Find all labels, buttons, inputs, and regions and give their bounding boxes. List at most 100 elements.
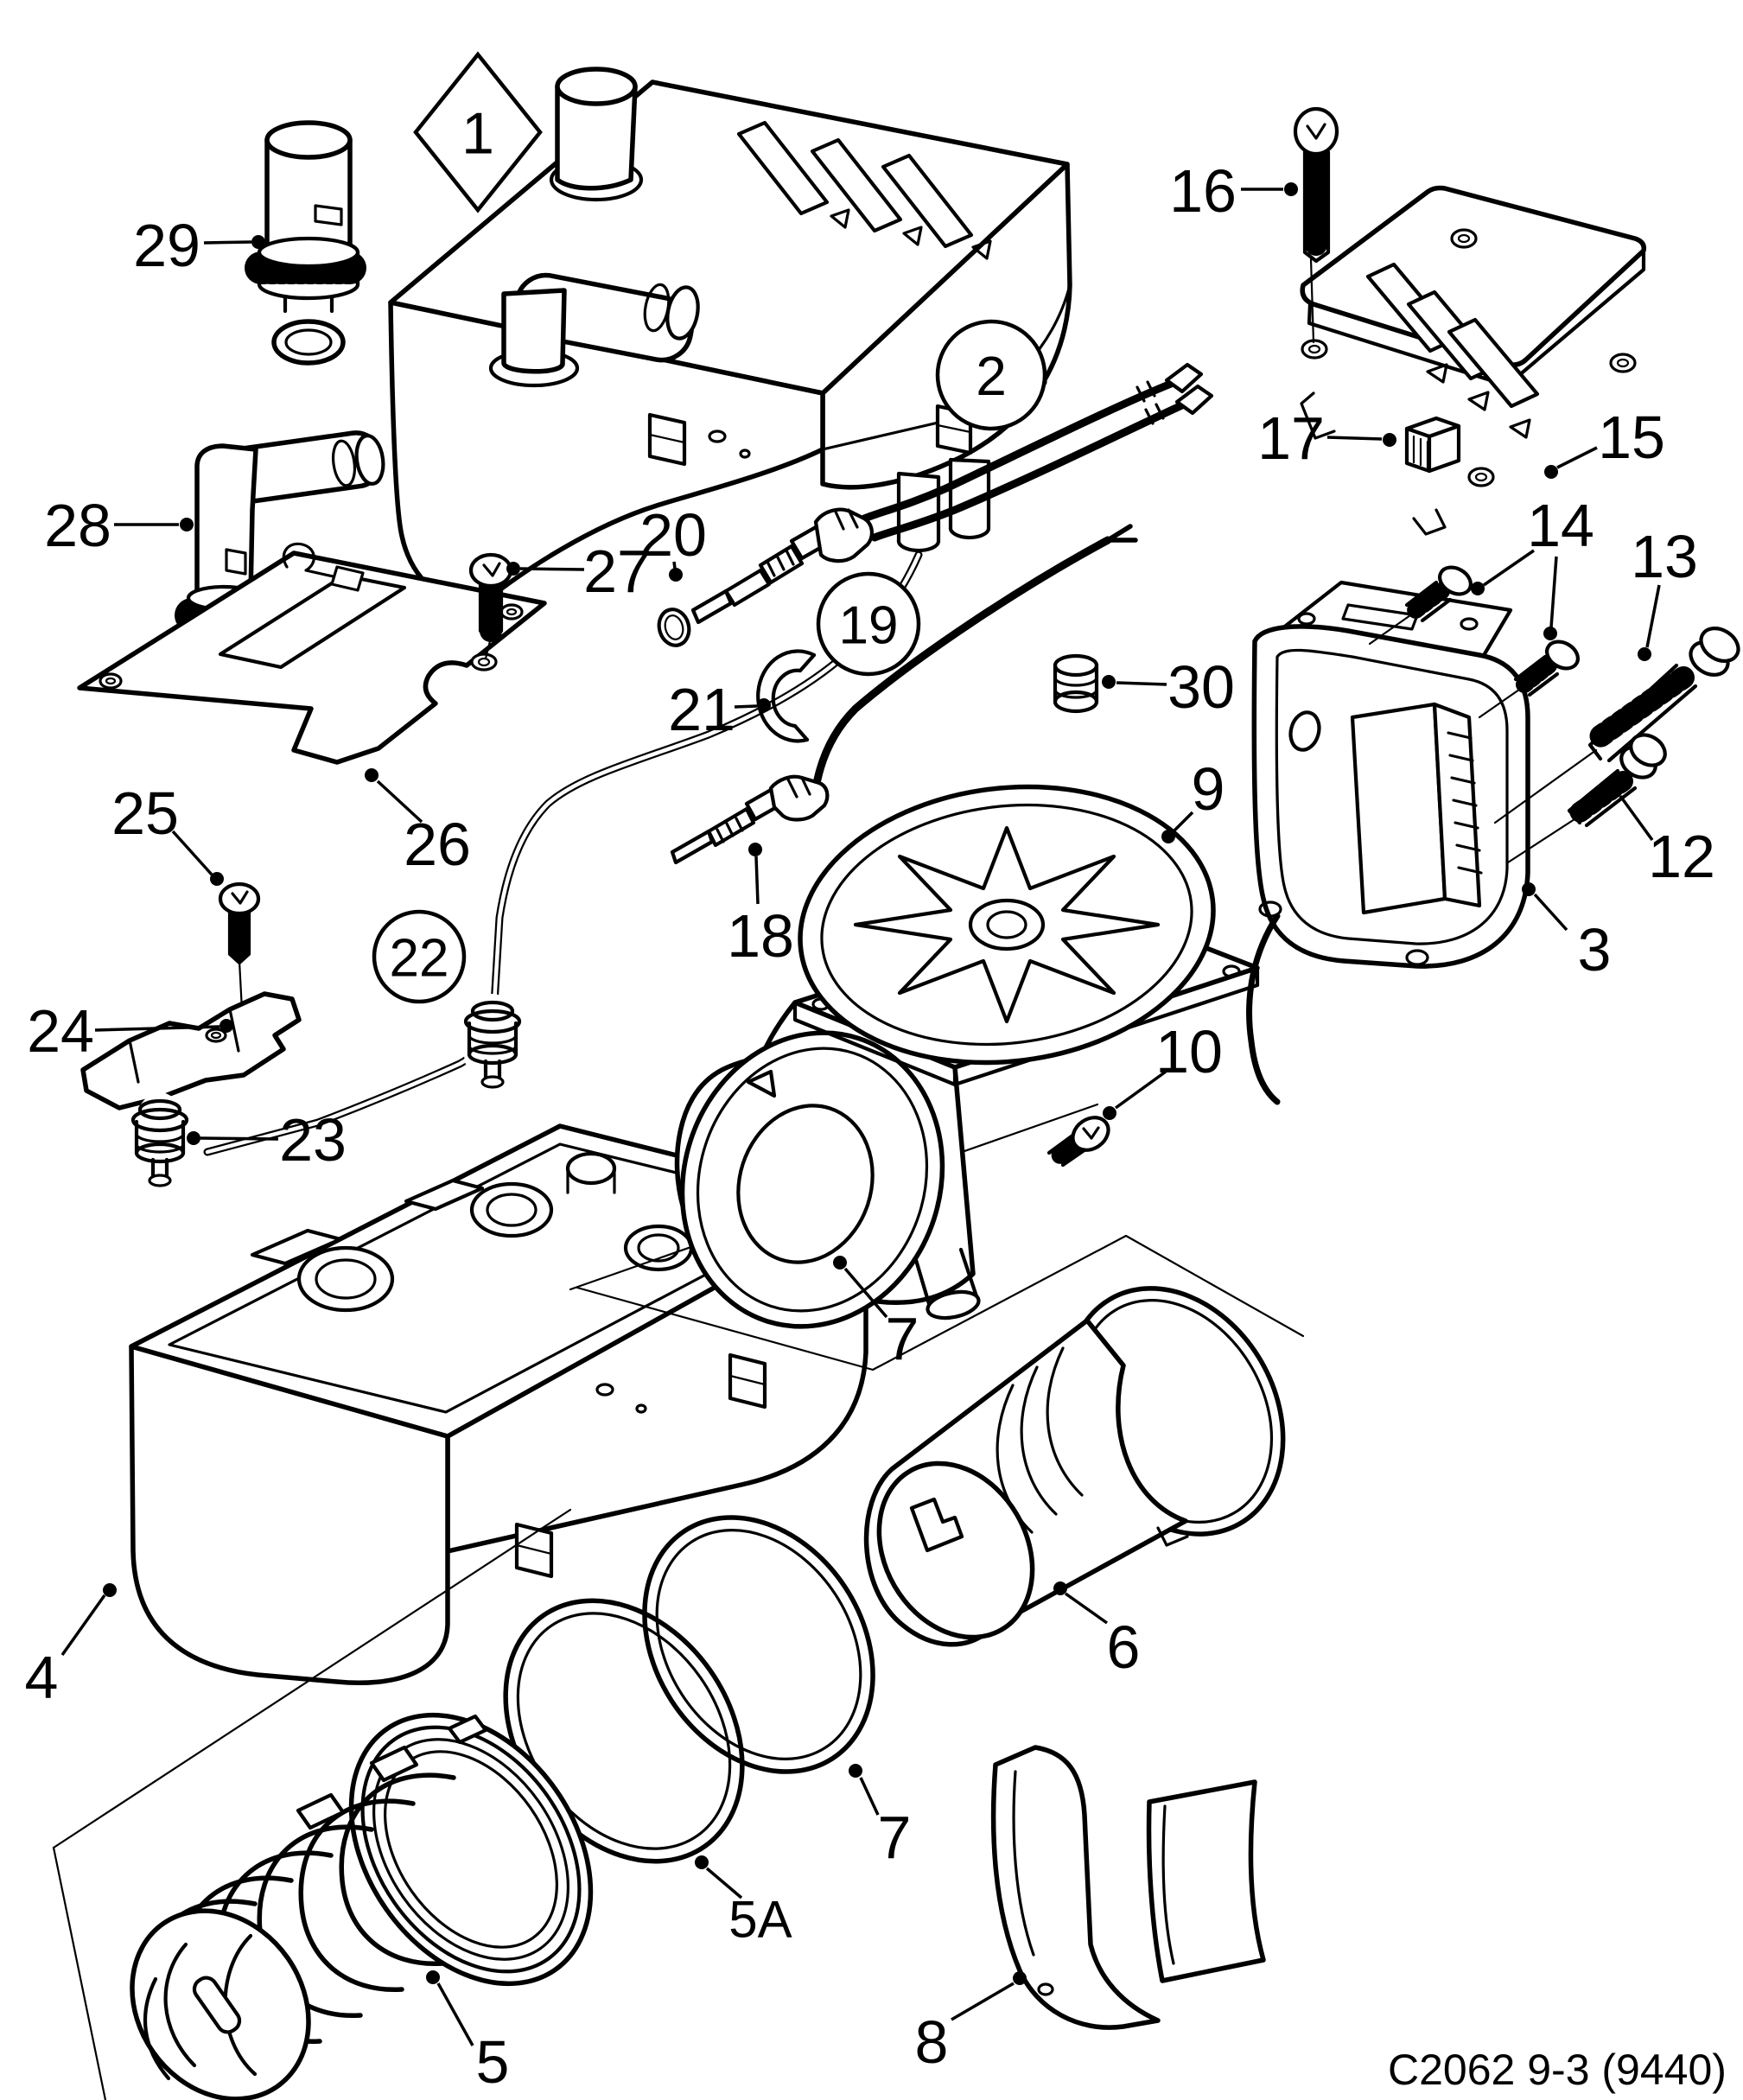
- fuel-pipe: [203, 550, 923, 1156]
- callout-16: 16: [1169, 157, 1237, 225]
- callout-ring-2: [935, 319, 1047, 431]
- callout-29: 29: [133, 212, 200, 279]
- leader-dot-7: [833, 1256, 847, 1270]
- callout-18: 18: [727, 902, 794, 970]
- leader-dot-14: [1471, 582, 1485, 595]
- temperature-sensor: [690, 507, 874, 625]
- leader-line-5A: [705, 1867, 743, 1900]
- diagram-code: C2062 9-3 (9440): [1388, 2046, 1727, 2094]
- leader-dot-12: [1607, 783, 1621, 797]
- callout-22: 22: [390, 928, 449, 988]
- callout-diamond-1: [413, 51, 543, 213]
- callout-7: 7: [878, 1804, 912, 1871]
- leader-dot-5A: [695, 1855, 709, 1869]
- leader-line-23: [200, 1136, 279, 1141]
- leader-line-4: [60, 1594, 106, 1657]
- callout-23: 23: [279, 1106, 347, 1174]
- retaining-bracket: [80, 991, 302, 1110]
- leader-line-26: [376, 780, 423, 824]
- leader-dot-23: [187, 1131, 200, 1145]
- leader-dot-5: [426, 1970, 440, 1984]
- callout-ring-19: [816, 571, 921, 677]
- leader-line-3: [1533, 893, 1568, 932]
- leader-dot-8: [1013, 1971, 1027, 1985]
- leader-line-30: [1116, 681, 1167, 686]
- leader-dot-17: [1383, 433, 1396, 447]
- leader-line-29: [203, 240, 252, 245]
- leader-line-25: [171, 830, 213, 876]
- retaining-clip: [756, 649, 817, 743]
- leader-line-6: [1064, 1592, 1109, 1625]
- leader-dot-29: [251, 235, 265, 249]
- callout-6: 6: [1107, 1613, 1141, 1681]
- callout-17: 17: [1257, 404, 1325, 472]
- leader-line-14: [1483, 549, 1535, 587]
- leader-line-12: [1619, 794, 1654, 842]
- fuse-connector: [1404, 416, 1461, 474]
- leader-dot-20: [669, 568, 683, 582]
- callout-20: 20: [639, 501, 707, 569]
- combustion-tube: [863, 1286, 1286, 1647]
- leader-dot-3: [1522, 882, 1536, 896]
- grommet: [1053, 653, 1099, 714]
- leader-dot-16: [1284, 182, 1298, 196]
- leader-dot-24: [219, 1019, 233, 1033]
- leader-dot-14: [1543, 627, 1557, 640]
- leader-line-14: [1549, 556, 1558, 628]
- mounting-plate: [77, 542, 547, 765]
- callout-5A: 5A: [728, 1891, 792, 1949]
- leader-dot-30: [1102, 675, 1116, 689]
- callout-13: 13: [1631, 523, 1698, 590]
- callout-24: 24: [27, 997, 94, 1065]
- leader-line-24: [94, 1025, 220, 1032]
- rubber-damper-rear: [463, 994, 522, 1094]
- leader-dot-13: [1638, 647, 1651, 661]
- leader-dot-26: [365, 768, 378, 782]
- heat-shield: [990, 1745, 1266, 2030]
- combustion-air-blower: [679, 784, 1260, 1329]
- bracket-screw: [218, 881, 261, 1028]
- leader-line-10: [1114, 1070, 1167, 1110]
- callout-25: 25: [111, 780, 179, 847]
- leader-line-20: [672, 561, 677, 570]
- callout-27: 27: [583, 538, 651, 605]
- leader-dot-10: [1103, 1106, 1116, 1120]
- leader-dot-9: [1161, 830, 1175, 843]
- leader-dot-6: [1053, 1581, 1067, 1595]
- leader-line-8: [951, 1982, 1015, 2021]
- leader-dot-27: [506, 562, 520, 576]
- wiring-harness: [813, 362, 1214, 784]
- callout-21: 21: [668, 676, 735, 743]
- callout-8: 8: [915, 2008, 949, 2076]
- leader-line-21: [734, 704, 758, 709]
- leader-line-9: [1170, 811, 1194, 835]
- leader-dot-21: [757, 698, 771, 712]
- control-unit-housing: [1246, 580, 1530, 1105]
- cover-screw: [1293, 106, 1339, 344]
- leader-dot-25: [210, 872, 224, 886]
- callout-30: 30: [1167, 653, 1235, 721]
- callout-10: 10: [1155, 1018, 1223, 1085]
- callout-9: 9: [1192, 755, 1225, 823]
- leader-line-27: [519, 567, 585, 571]
- blower-screw: [1046, 1116, 1110, 1168]
- leader-line-5: [436, 1982, 474, 2046]
- leader-dot-18: [748, 843, 762, 856]
- water-inlet-adapter: [245, 120, 372, 366]
- housing-screws: [1368, 565, 1580, 719]
- sensor-oring: [657, 608, 691, 647]
- callout-3: 3: [1578, 916, 1612, 983]
- leader-dot-4: [103, 1583, 117, 1597]
- leader-line-15: [1556, 446, 1598, 469]
- tube-oring: [642, 1515, 875, 1774]
- callout-7: 7: [886, 1305, 919, 1372]
- leader-line-13: [1645, 584, 1661, 648]
- callout-14: 14: [1527, 492, 1594, 559]
- callout-1: 1: [461, 100, 494, 166]
- callout-5: 5: [476, 2028, 510, 2096]
- callout-4: 4: [25, 1644, 59, 1711]
- callout-28: 28: [44, 492, 111, 559]
- leader-dot-15: [1544, 465, 1558, 479]
